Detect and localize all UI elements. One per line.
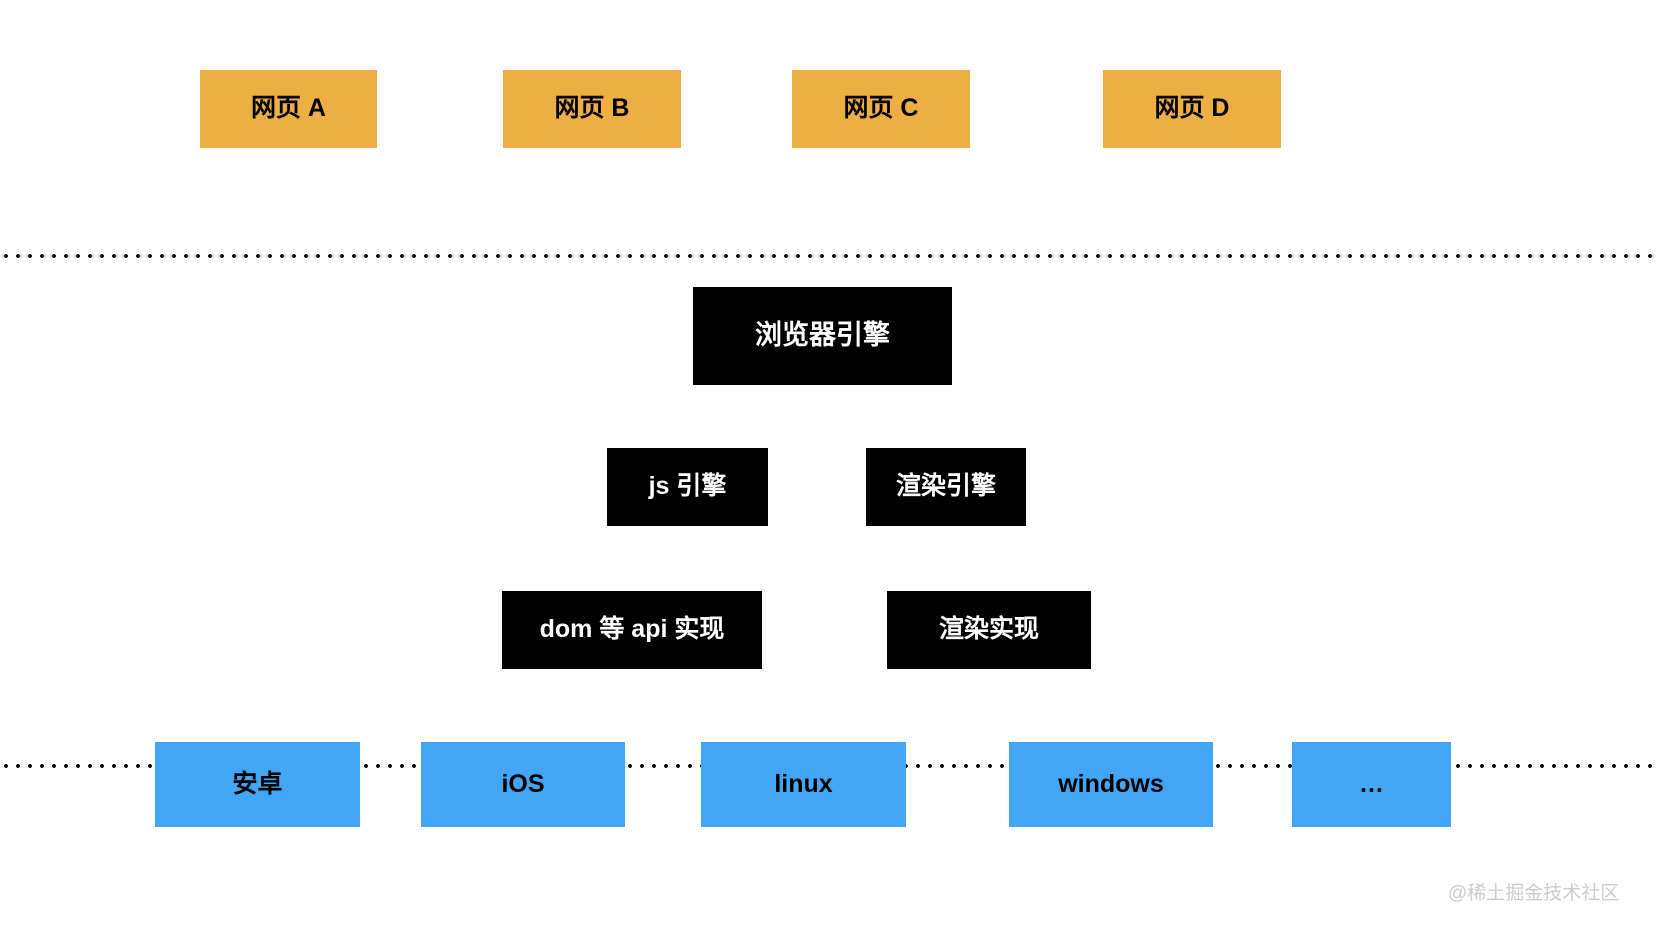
box-render-engine: 渲染引擎 xyxy=(866,448,1026,526)
divider-top xyxy=(0,254,1656,258)
box-dom-api-implementation: dom 等 api 实现 xyxy=(502,591,762,669)
box-os-windows: windows xyxy=(1009,742,1213,827)
box-browser-engine: 浏览器引擎 xyxy=(693,287,952,385)
box-os-ios: iOS xyxy=(421,742,625,827)
box-label: js 引擎 xyxy=(648,472,727,501)
box-web-page-a: 网页 A xyxy=(200,70,377,148)
box-render-implementation: 渲染实现 xyxy=(887,591,1091,669)
box-label: 网页 A xyxy=(250,94,326,123)
box-label: 网页 B xyxy=(554,94,630,123)
box-os-more: … xyxy=(1292,742,1451,827)
box-label: 浏览器引擎 xyxy=(755,320,890,351)
box-os-android: 安卓 xyxy=(155,742,360,827)
box-label: 网页 C xyxy=(843,94,919,123)
box-web-page-d: 网页 D xyxy=(1103,70,1281,148)
box-os-linux: linux xyxy=(701,742,906,827)
box-web-page-c: 网页 C xyxy=(792,70,970,148)
box-label: windows xyxy=(1058,769,1164,798)
box-js-engine: js 引擎 xyxy=(607,448,768,526)
box-web-page-b: 网页 B xyxy=(503,70,681,148)
watermark: @稀土掘金技术社区 xyxy=(1448,883,1620,904)
box-label: 安卓 xyxy=(232,769,283,798)
box-label: 网页 D xyxy=(1154,94,1230,123)
box-label: linux xyxy=(774,769,833,798)
box-label: 渲染引擎 xyxy=(895,472,996,501)
box-label: dom 等 api 实现 xyxy=(539,615,725,644)
box-label: iOS xyxy=(501,769,545,798)
box-label: 渲染实现 xyxy=(938,615,1039,644)
box-label: … xyxy=(1359,769,1384,798)
